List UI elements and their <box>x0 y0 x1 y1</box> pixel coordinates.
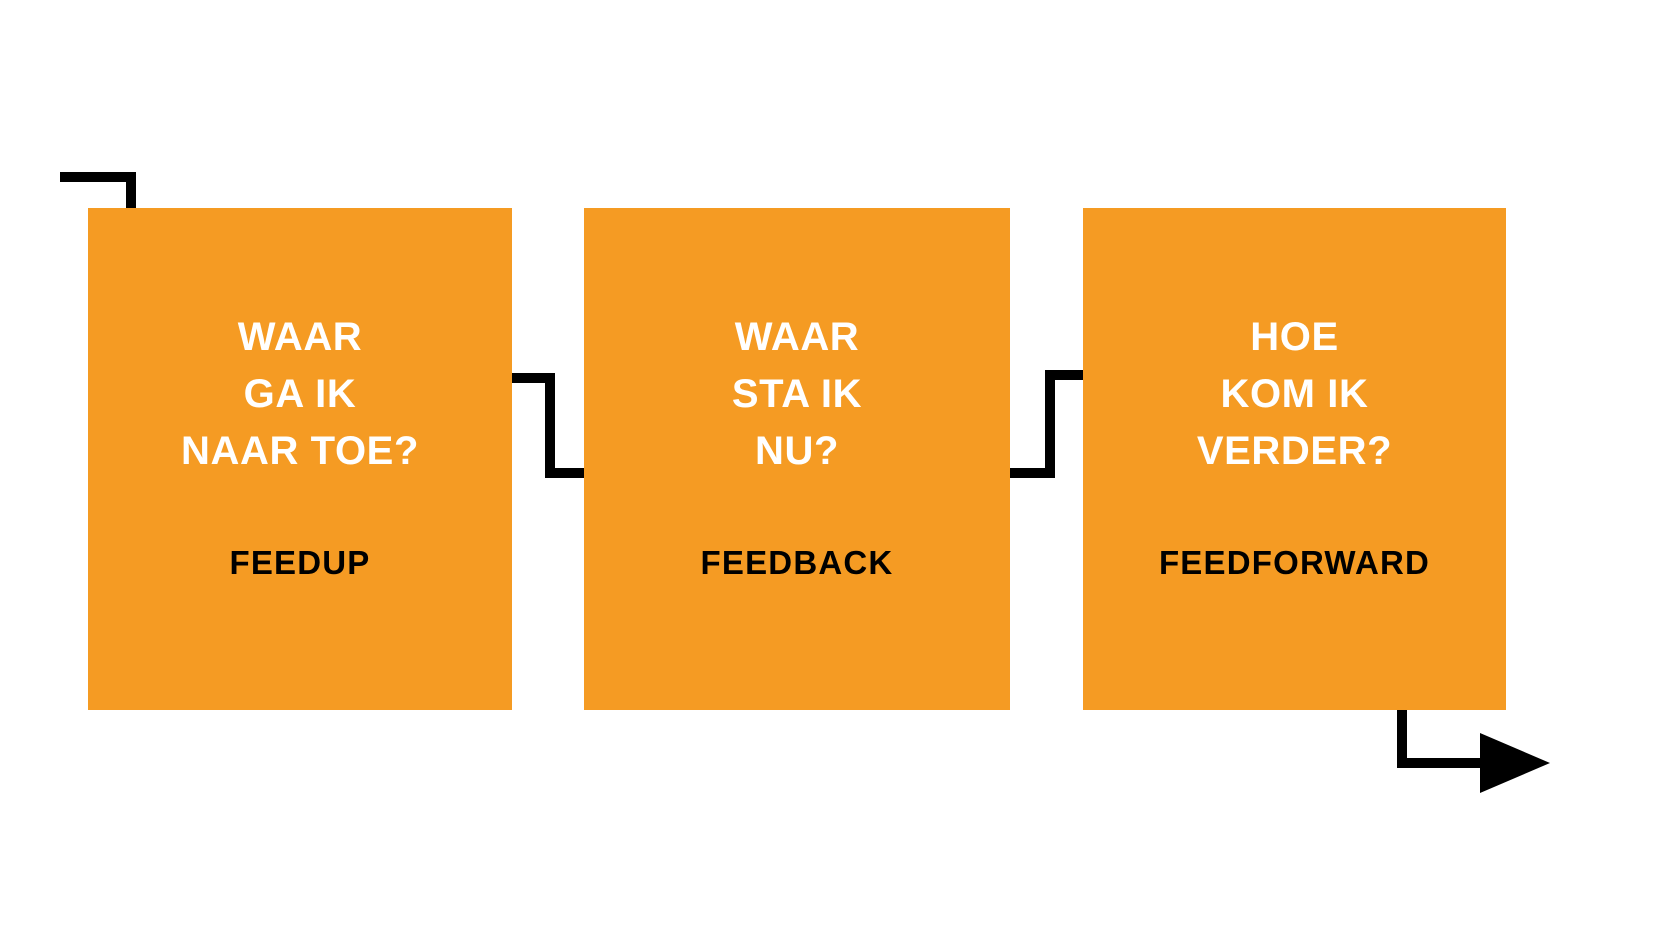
stage-label-feedup: FEEDUP <box>229 544 371 582</box>
stage-label-feedback: FEEDBACK <box>700 544 894 582</box>
stage-box-feedforward[interactable]: HOE KOM IK VERDER? FEEDFORWARD <box>1083 208 1506 710</box>
stage-box-feedup[interactable]: WAAR GA IK NAAR TOE? FEEDUP <box>88 208 512 710</box>
stage-label-feedforward: FEEDFORWARD <box>1158 544 1431 582</box>
stage-box-feedback[interactable]: WAAR STA IK NU? FEEDBACK <box>584 208 1010 710</box>
stage-question-feedforward: HOE KOM IK VERDER? <box>1196 315 1393 473</box>
stage-question-feedback: WAAR STA IK NU? <box>731 315 863 473</box>
stage-question-feedup: WAAR GA IK NAAR TOE? <box>181 315 419 473</box>
